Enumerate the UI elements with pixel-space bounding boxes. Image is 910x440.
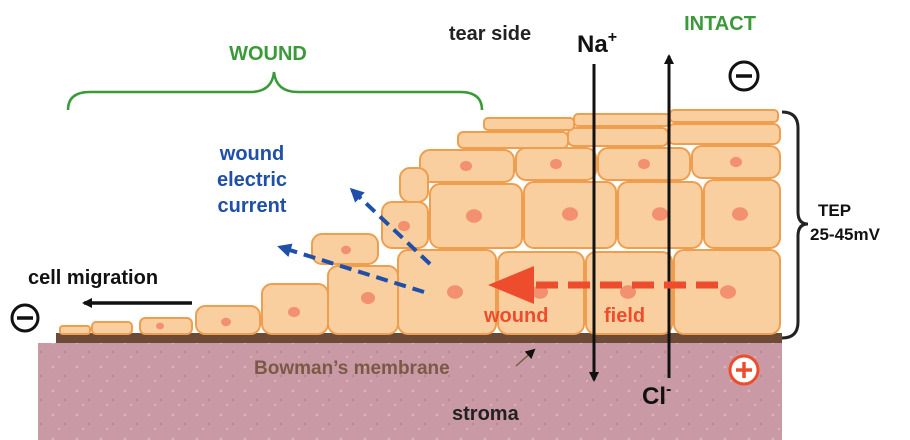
- cell-nucleus: [221, 318, 231, 327]
- cell-nucleus: [730, 157, 742, 167]
- epithelial-cell: [400, 168, 428, 202]
- epithelial-cell: [574, 114, 670, 126]
- plus-circle: [730, 356, 758, 384]
- cell-nucleus: [398, 221, 410, 231]
- cell-nucleus: [447, 285, 463, 299]
- cell-nucleus: [156, 323, 164, 330]
- na-ion-label: Na+: [577, 29, 617, 58]
- tep-label-line1: TEP: [818, 201, 851, 220]
- epithelial-cell: [140, 318, 192, 334]
- stroma-label: stroma: [452, 403, 520, 425]
- tep-bracket: [782, 112, 808, 338]
- current-label-line1: wound: [219, 143, 284, 165]
- cell-nucleus: [466, 209, 482, 223]
- epithelial-cell: [668, 124, 780, 144]
- cell-nucleus: [562, 207, 578, 221]
- intact-label: INTACT: [684, 13, 756, 35]
- tear-side-label: tear side: [449, 23, 531, 45]
- epithelial-cell: [484, 118, 574, 130]
- epithelial-cell: [568, 128, 668, 146]
- bowman-label: Bowman’s membrane: [254, 358, 450, 379]
- cell-nucleus: [550, 159, 562, 169]
- epithelial-cell: [60, 326, 90, 334]
- tep-label-line2: 25-45mV: [810, 225, 881, 244]
- minus-circle-right: [730, 62, 758, 90]
- cell-nucleus: [460, 161, 472, 171]
- epithelial-cell: [670, 110, 778, 122]
- cell-nucleus: [288, 307, 300, 317]
- wound-field-label-1: wound: [483, 305, 548, 327]
- current-label-line3: current: [218, 195, 287, 217]
- cell-nucleus: [361, 292, 375, 304]
- cell-nucleus: [638, 159, 650, 169]
- wound-field-label-2: field: [604, 305, 645, 327]
- cell-nucleus: [652, 207, 668, 221]
- epithelial-cells: [60, 110, 780, 334]
- cell-nucleus: [720, 285, 736, 299]
- epithelial-cell: [92, 322, 132, 334]
- current-label-line2: electric: [217, 169, 287, 191]
- epithelial-cell: [458, 132, 568, 148]
- cell-nucleus: [341, 246, 351, 255]
- cell-nucleus: [732, 207, 748, 221]
- wound-brace: [68, 72, 482, 110]
- minus-circle-left: [12, 305, 38, 331]
- wound-label: WOUND: [229, 43, 307, 65]
- cell-migration-label: cell migration: [28, 267, 158, 289]
